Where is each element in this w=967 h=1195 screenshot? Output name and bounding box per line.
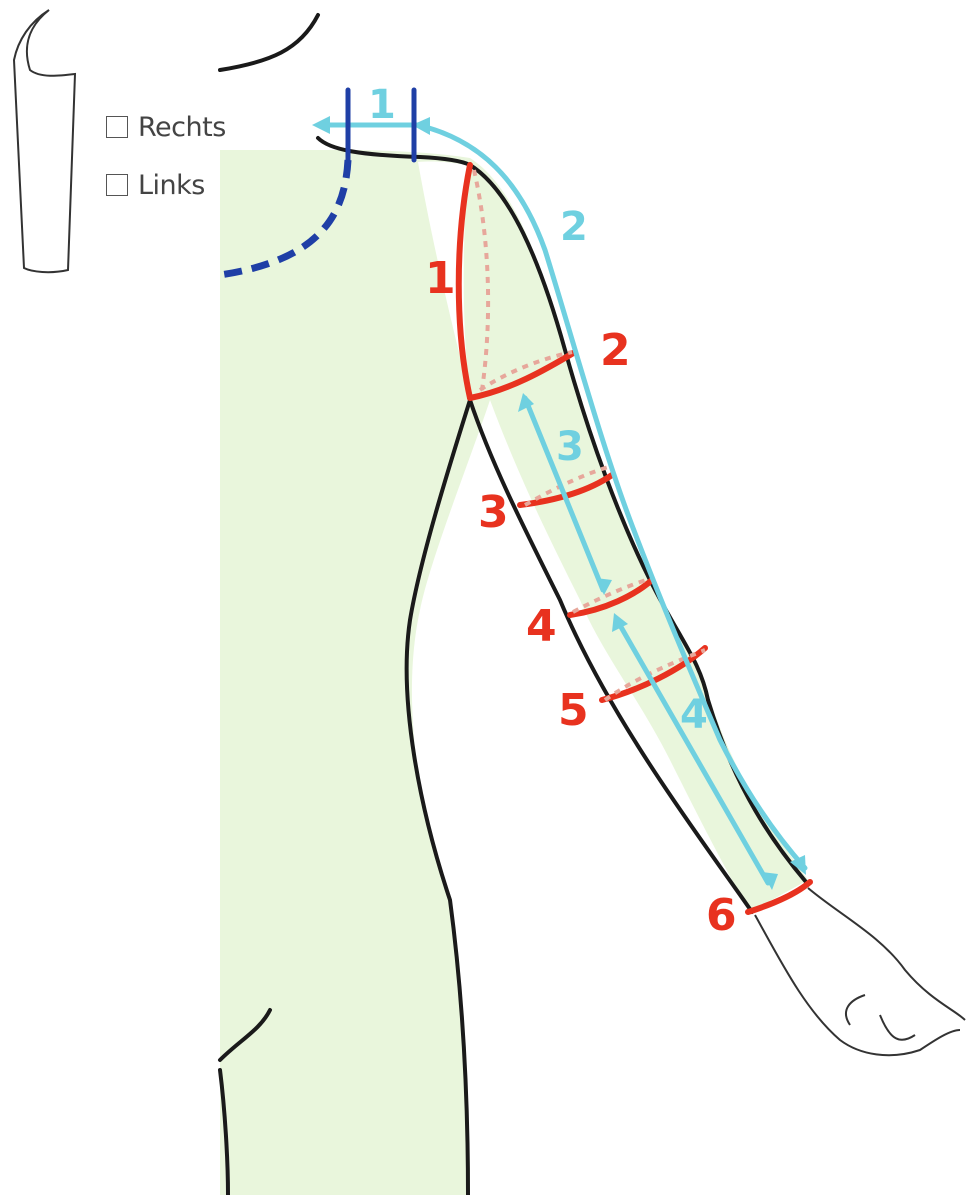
- circumference-label-2: 2: [600, 325, 631, 376]
- length-label-4: 4: [680, 692, 708, 738]
- hand-sketch: [755, 888, 965, 1055]
- checkbox-left[interactable]: [106, 174, 128, 196]
- circumference-label-5: 5: [558, 685, 589, 736]
- circumference-label-4: 4: [526, 601, 557, 652]
- garment-body-fill: [220, 150, 808, 1195]
- option-right[interactable]: Rechts: [106, 98, 226, 156]
- length-label-1: 1: [368, 82, 396, 128]
- circumference-label-6: 6: [706, 890, 737, 941]
- option-right-label: Rechts: [138, 112, 226, 143]
- circumference-label-3: 3: [478, 487, 509, 538]
- checkbox-right[interactable]: [106, 116, 128, 138]
- length-label-3: 3: [556, 424, 584, 470]
- circumference-label-1: 1: [425, 253, 456, 304]
- length-label-2: 2: [560, 204, 588, 250]
- sleeve-thumbnail-icon: [14, 10, 75, 272]
- side-selector: Rechts Links: [106, 98, 226, 214]
- option-left-label: Links: [138, 170, 205, 201]
- option-left[interactable]: Links: [106, 156, 226, 214]
